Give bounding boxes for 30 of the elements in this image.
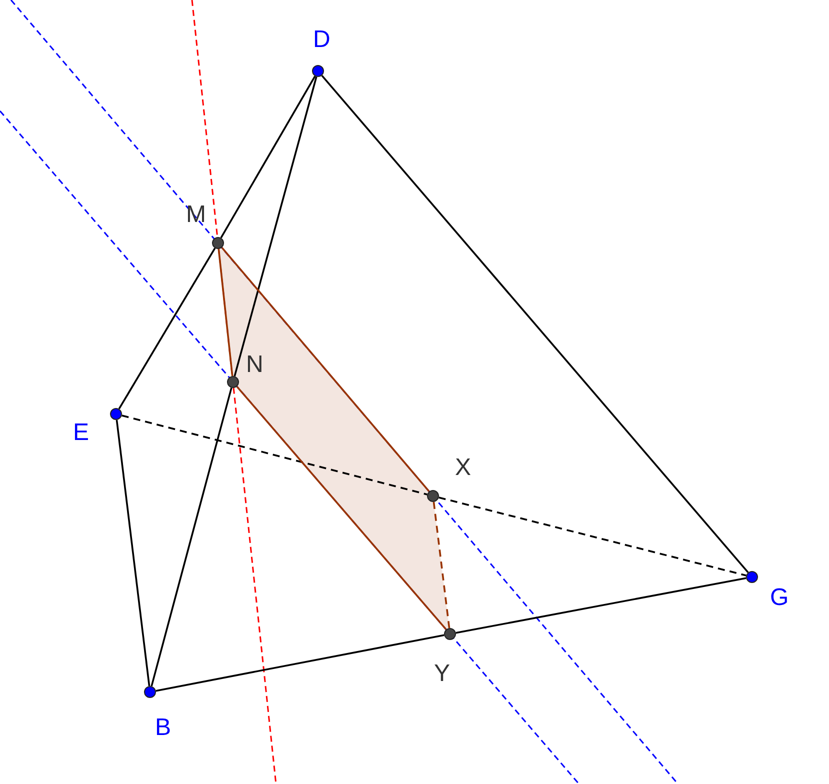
line-segment: [156, 634, 444, 692]
line-segment: [321, 74, 749, 574]
line-segment: [438, 496, 746, 576]
line-segment: [220, 76, 316, 238]
point-marker: [212, 237, 224, 249]
line-segment: [456, 577, 746, 634]
line-segment: [116, 420, 150, 686]
line-segment: [150, 388, 232, 686]
point-label: E: [73, 421, 90, 445]
point-marker: [227, 376, 239, 388]
point-marker: [144, 686, 156, 698]
line-segment: [432, 502, 450, 628]
point-label: D: [313, 28, 330, 52]
point-label: M: [186, 203, 206, 227]
point-label: N: [246, 353, 264, 377]
point-marker: [746, 571, 758, 583]
point-label: Y: [434, 662, 450, 686]
point-marker: [444, 628, 456, 640]
point-label: X: [455, 456, 472, 480]
point-marker: [427, 490, 439, 502]
point-marker: [110, 408, 122, 420]
line-segment: [236, 386, 447, 630]
point-label: B: [155, 716, 172, 740]
line-segment: [221, 246, 430, 492]
line-segment: [118, 248, 216, 410]
point-label: G: [770, 586, 789, 610]
line-segment: [218, 248, 234, 376]
point-marker: [312, 65, 324, 77]
line-segment: [122, 414, 428, 496]
line-segment: [234, 76, 318, 376]
